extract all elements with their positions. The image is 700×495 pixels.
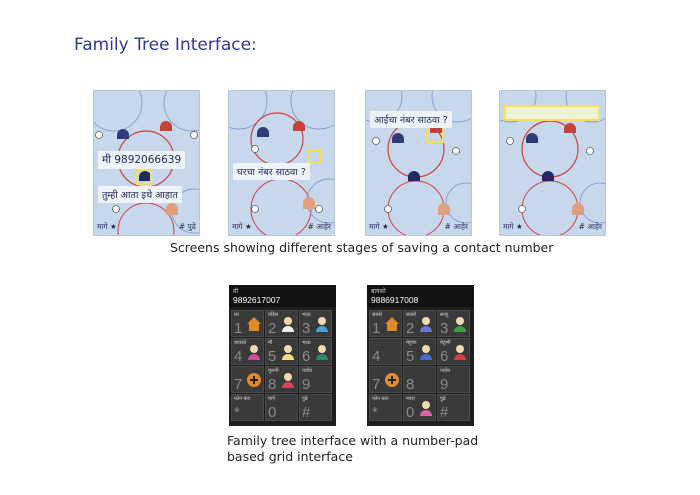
numpad-key-8[interactable]: मुलगी8: [265, 366, 298, 393]
contact-name: बायको: [371, 289, 386, 295]
person-icon: [526, 133, 538, 143]
numpad-key-0[interactable]: मागे0: [265, 394, 298, 421]
person-icon: [303, 197, 315, 209]
contact-number: 9892617007: [233, 295, 281, 305]
number-input-box[interactable]: [504, 105, 600, 121]
numpad-phone-2: बायको 9886917008 सासरे1 सासरे2 सासू3 4 म…: [367, 285, 474, 426]
person-icon: [438, 203, 450, 215]
numpad-key-7[interactable]: 7: [231, 366, 264, 393]
nav-next[interactable]: # आहेर: [307, 222, 331, 231]
brother-icon: [420, 345, 432, 360]
numpad-key-2[interactable]: सासरे2: [403, 310, 436, 337]
mother-icon: [454, 317, 466, 332]
highlight-box: [426, 125, 444, 143]
brother-icon: [316, 345, 328, 360]
self-icon: [282, 345, 294, 360]
person-icon: [572, 203, 584, 215]
message-bubble: तुम्ही आता इथे आहात: [98, 186, 182, 203]
numpad-key-6[interactable]: मेहुणी6: [437, 338, 470, 365]
phone-header: बायको 9886917008: [367, 285, 474, 307]
tree-screen-1: मी 9892066639 तुम्ही आता इथे आहात मागे ★…: [93, 90, 200, 236]
nav-back[interactable]: मागे ★: [232, 222, 252, 231]
sister-icon: [454, 345, 466, 360]
highlight-box: [136, 169, 152, 185]
numpad-key-8[interactable]: 8: [403, 366, 436, 393]
nav-back[interactable]: मागे ★: [97, 222, 117, 231]
brother-icon: [316, 317, 328, 332]
caption-grid-line1: Family tree interface with a number-pad: [227, 433, 479, 448]
daughter-icon: [282, 373, 294, 388]
nav-back[interactable]: मागे ★: [503, 222, 523, 231]
numpad-key-7[interactable]: 7: [369, 366, 402, 393]
numpad-key-hash[interactable]: पुढे#: [299, 394, 332, 421]
person-icon: [166, 203, 178, 215]
numpad-grid: सासरे1 सासरे2 सासू3 4 मेहुणा5 मेहुणी6 7 …: [369, 310, 472, 424]
person-icon: [257, 127, 269, 137]
phone-header: मी 9892617007: [229, 285, 336, 307]
numpad-key-hash[interactable]: पुढे#: [437, 394, 470, 421]
highlight-box: [307, 149, 321, 163]
tree-screen-4: मागे ★ # आहेर: [499, 90, 606, 236]
number-bubble: मी 9892066639: [98, 151, 186, 169]
person-icon: [160, 121, 172, 131]
person-icon: [392, 133, 404, 143]
person-icon: [564, 123, 576, 133]
tree-screen-2: घरचा नंबर साठवा ? मागे ★ # आहेर: [228, 90, 335, 236]
contact-number: 9886917008: [371, 295, 419, 305]
numpad-key-4[interactable]: 4: [369, 338, 402, 365]
husband-icon: [420, 401, 432, 416]
tree-screen-3: आईचा नंबर साठवा ? मागे ★ # आहेर: [365, 90, 472, 236]
numpad-key-star[interactable]: फोन करा*: [231, 394, 264, 421]
tree-circles: [500, 91, 605, 235]
numpad-key-5[interactable]: मी5: [265, 338, 298, 365]
prompt-bubble: घरचा नंबर साठवा ?: [233, 163, 310, 180]
contact-name: मी: [233, 289, 239, 295]
tree-circles: [94, 91, 199, 235]
person-icon: [542, 171, 554, 181]
add-icon: [247, 373, 261, 387]
father-icon: [282, 317, 294, 332]
nav-next[interactable]: # पुढे: [178, 222, 196, 231]
numpad-key-star[interactable]: फोन करा*: [369, 394, 402, 421]
numpad-key-0[interactable]: नवरा0: [403, 394, 436, 421]
person-icon: [117, 129, 129, 139]
caption-screens: Screens showing different stages of savi…: [170, 240, 554, 255]
person-icon: [139, 171, 151, 181]
nav-next[interactable]: # आहेर: [578, 222, 602, 231]
numpad-key-5[interactable]: मेहुणा5: [403, 338, 436, 365]
nav-next[interactable]: # आहेर: [444, 222, 468, 231]
wife-icon: [248, 345, 260, 360]
house-icon: [247, 317, 261, 331]
person-icon: [408, 171, 420, 181]
prompt-bubble: आईचा नंबर साठवा ?: [370, 111, 452, 128]
numpad-key-4[interactable]: बायको4: [231, 338, 264, 365]
nav-back[interactable]: मागे ★: [369, 222, 389, 231]
page-title: Family Tree Interface:: [74, 35, 257, 55]
add-icon: [385, 373, 399, 387]
father-icon: [420, 317, 432, 332]
person-icon: [293, 121, 305, 131]
numpad-key-1[interactable]: सासरे1: [369, 310, 402, 337]
house-icon: [385, 317, 399, 331]
caption-grid-line2: based grid interface: [227, 449, 353, 464]
numpad-key-3[interactable]: सासू3: [437, 310, 470, 337]
